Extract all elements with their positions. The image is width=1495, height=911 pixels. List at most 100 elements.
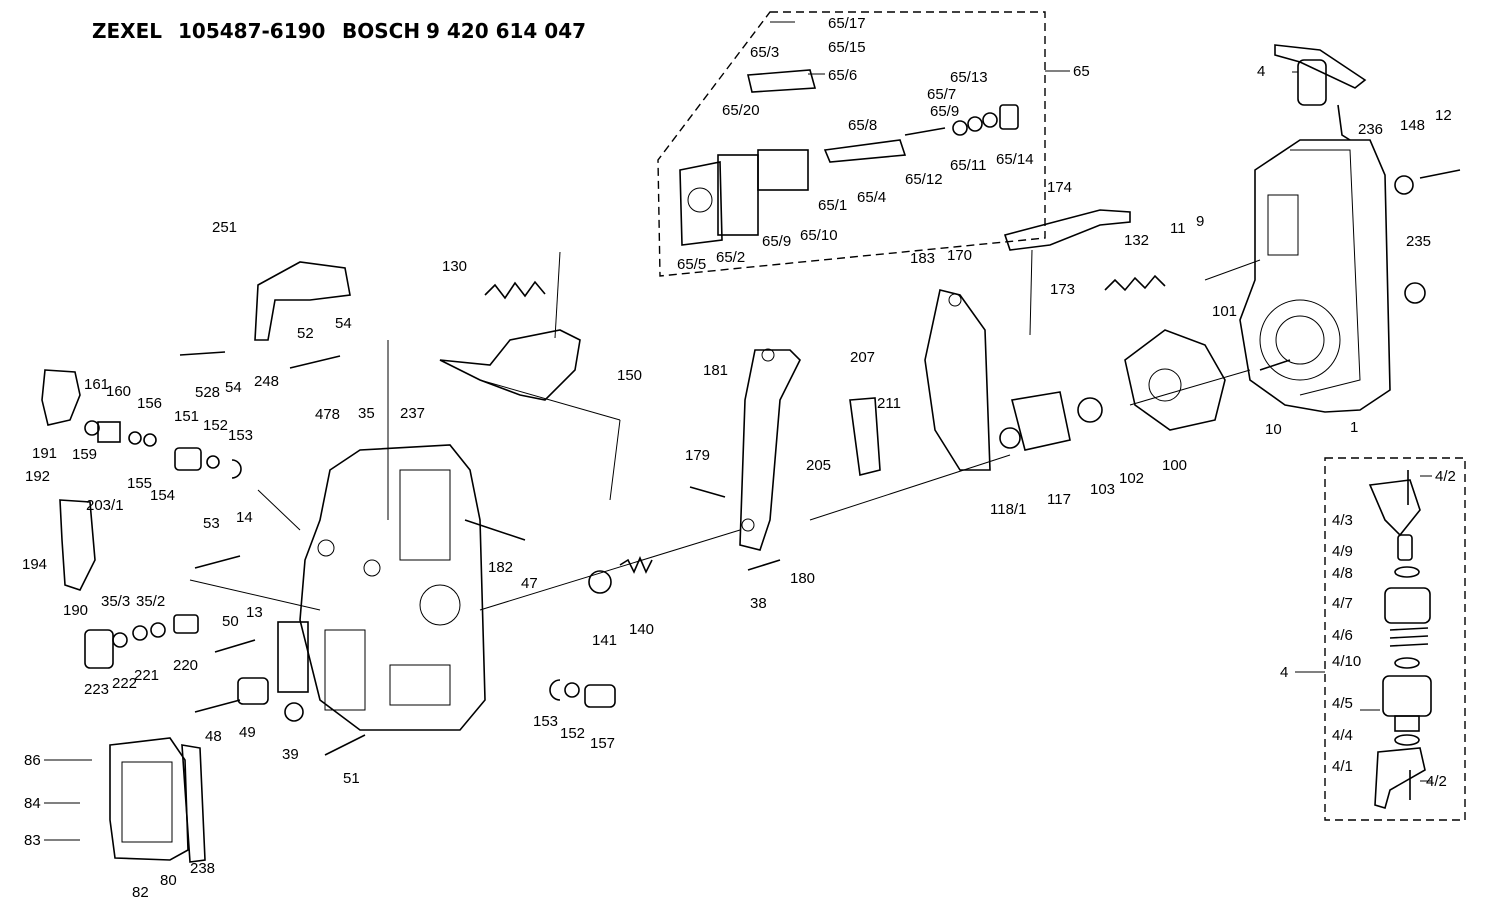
label-101: 101 xyxy=(1212,303,1237,320)
header: ZEXEL 105487-6190 BOSCH 9 420 614 047 xyxy=(92,19,586,43)
part-labels: 65/17 65/3 65/15 65/6 65 65/13 65/7 65/9… xyxy=(22,15,1456,901)
label-235: 235 xyxy=(1406,233,1431,250)
bosch-brand: BOSCH xyxy=(342,19,420,43)
governor-housing xyxy=(1239,139,1391,413)
bracket-248 xyxy=(254,261,351,341)
label-4-2-lower: 4/2 xyxy=(1426,773,1447,790)
label-238: 238 xyxy=(190,860,215,877)
label-4-3: 4/3 xyxy=(1332,512,1353,529)
label-236: 236 xyxy=(1358,121,1383,138)
label-80: 80 xyxy=(160,872,177,889)
label-4-10: 4/10 xyxy=(1332,653,1361,670)
label-182: 182 xyxy=(488,559,513,576)
group-65-boundary xyxy=(657,11,1046,277)
label-179: 179 xyxy=(685,447,710,464)
label-153-left: 153 xyxy=(228,427,253,444)
label-153-lower: 153 xyxy=(533,713,558,730)
label-65-5: 65/5 xyxy=(677,256,706,273)
label-13: 13 xyxy=(246,604,263,621)
label-4-5: 4/5 xyxy=(1332,695,1353,712)
bracket-207 xyxy=(849,397,881,476)
label-205: 205 xyxy=(806,457,831,474)
label-65-9-lower: 65/9 xyxy=(762,233,791,250)
lever-181 xyxy=(739,349,801,551)
label-211: 211 xyxy=(877,395,901,412)
pump-body-35 xyxy=(299,444,486,731)
zexel-part-number: 105487-6190 xyxy=(178,19,325,43)
flyweight-100 xyxy=(1124,329,1226,431)
label-223: 223 xyxy=(84,681,109,698)
group-4-boundary xyxy=(1324,457,1466,821)
lever-174 xyxy=(1003,209,1131,251)
body-4-5 xyxy=(1382,675,1432,717)
label-53: 53 xyxy=(203,515,220,532)
label-39: 39 xyxy=(282,746,299,763)
label-103: 103 xyxy=(1090,481,1115,498)
label-155: 155 xyxy=(127,475,152,492)
label-148: 148 xyxy=(1400,117,1425,134)
label-157: 157 xyxy=(590,735,615,752)
label-49: 49 xyxy=(239,724,256,741)
label-4-2-upper: 4/2 xyxy=(1435,468,1456,485)
label-194: 194 xyxy=(22,556,47,573)
label-130: 130 xyxy=(442,258,467,275)
label-4-6: 4/6 xyxy=(1332,627,1353,644)
label-181: 181 xyxy=(703,362,728,379)
plate-65-6 xyxy=(747,69,817,93)
label-47: 47 xyxy=(521,575,538,592)
label-154: 154 xyxy=(150,487,175,504)
plate-4-1 xyxy=(1374,747,1426,810)
label-190: 190 xyxy=(63,602,88,619)
label-9: 9 xyxy=(1196,213,1204,230)
label-65-6: 65/6 xyxy=(828,67,857,84)
label-65-14: 65/14 xyxy=(996,151,1034,168)
label-83: 83 xyxy=(24,832,41,849)
label-221: 221 xyxy=(134,667,159,684)
label-117: 117 xyxy=(1047,491,1071,508)
label-4-8: 4/8 xyxy=(1332,565,1353,582)
label-10: 10 xyxy=(1265,421,1282,438)
plate-65-5 xyxy=(679,161,723,246)
label-159: 159 xyxy=(72,446,97,463)
cap-4-7 xyxy=(1384,587,1431,624)
label-192: 192 xyxy=(25,468,50,485)
label-65-3: 65/3 xyxy=(750,44,779,61)
label-140: 140 xyxy=(629,621,654,638)
parts-drawing xyxy=(41,44,1461,863)
label-65-8: 65/8 xyxy=(848,117,877,134)
label-65-10: 65/10 xyxy=(800,227,838,244)
label-4-9: 4/9 xyxy=(1332,543,1353,560)
label-251: 251 xyxy=(212,219,237,236)
label-161: 161 xyxy=(84,376,109,393)
label-35: 35 xyxy=(358,405,375,422)
label-478: 478 xyxy=(315,406,340,423)
gasket-238 xyxy=(181,744,206,863)
label-65-2: 65/2 xyxy=(716,249,745,266)
label-65-12: 65/12 xyxy=(905,171,943,188)
cover-80 xyxy=(109,737,189,861)
label-4-main: 4 xyxy=(1280,664,1288,681)
lever-190 xyxy=(59,499,96,591)
label-152-lower: 152 xyxy=(560,725,585,742)
label-151: 151 xyxy=(174,408,199,425)
label-132: 132 xyxy=(1124,232,1149,249)
label-222: 222 xyxy=(112,675,137,692)
label-203-1: 203/1 xyxy=(86,497,124,514)
label-65: 65 xyxy=(1073,63,1090,80)
sleeve-117 xyxy=(1011,391,1071,451)
label-65-9-upper: 65/9 xyxy=(930,103,959,120)
label-38: 38 xyxy=(750,595,767,612)
label-4-top: 4 xyxy=(1257,63,1265,80)
label-237: 237 xyxy=(400,405,425,422)
lever-150 xyxy=(439,329,581,401)
label-48: 48 xyxy=(205,728,222,745)
label-4-7: 4/7 xyxy=(1332,595,1353,612)
label-52: 52 xyxy=(297,325,314,342)
label-65-20: 65/20 xyxy=(722,102,760,119)
spring-130 xyxy=(484,280,546,300)
label-14: 14 xyxy=(236,509,253,526)
label-4-4: 4/4 xyxy=(1332,727,1353,744)
label-180: 180 xyxy=(790,570,815,587)
label-86: 86 xyxy=(24,752,41,769)
shaft-182 xyxy=(464,519,526,541)
